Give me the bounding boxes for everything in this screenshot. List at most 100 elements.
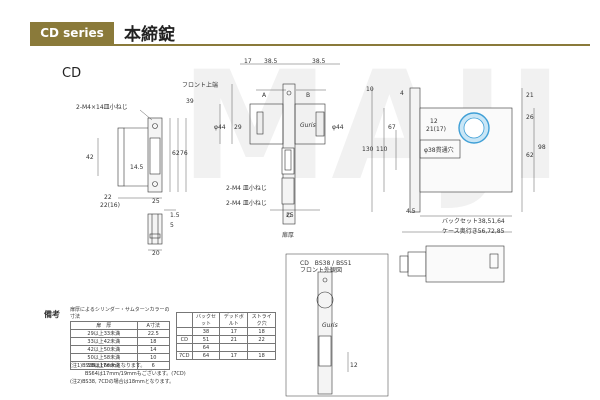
dim-22: 22 [104, 194, 112, 201]
table-cell: 18 [247, 327, 276, 336]
footnote-1: (注1)BS38は17mmとなります。 [70, 363, 146, 369]
table-cell [219, 343, 249, 352]
dim-29: 29 [234, 124, 242, 131]
side-view [219, 63, 340, 225]
dim-21: 21 [526, 92, 534, 99]
spec-header [176, 312, 193, 328]
case-view [371, 87, 535, 233]
inset-front [285, 253, 389, 397]
cyl-header: 扉 厚 [70, 321, 138, 330]
dim-20: 20 [152, 250, 160, 257]
dim-38-5-a: 38.5 [264, 58, 278, 65]
table-cell: 14 [136, 345, 171, 354]
footnote-2: BS64は17mm/19mmもございます。(7CD) [70, 371, 186, 377]
dim-phi44-a: φ44 [214, 124, 226, 131]
dim-b: B [306, 92, 311, 99]
dim-17: 17 [244, 58, 252, 65]
header-rule [30, 44, 590, 46]
table-cell [247, 343, 276, 352]
screw-label: 2-M4×14皿小ねじ [76, 104, 128, 111]
inset-title-a: CD BS38 / BS51 [300, 260, 352, 267]
dim-5: 5 [170, 222, 174, 229]
dim-21-17: 21(17) [426, 126, 446, 133]
cyl-header: A寸法 [136, 321, 171, 330]
dim-14-5: 14.5 [130, 164, 144, 171]
table-cell [176, 343, 193, 352]
dim-110: 110 [376, 146, 388, 153]
dim-10: 10 [366, 86, 374, 93]
table-cell: 64 [191, 351, 221, 360]
table-cell: 10 [136, 353, 171, 362]
table-cell: 18 [247, 351, 276, 360]
dim-25-a: 25 [286, 212, 294, 219]
door-label: 扉厚 [282, 232, 295, 239]
table-cell: 22.5 [136, 329, 171, 338]
dim-4: 4 [400, 90, 404, 97]
table-cell: 38 [191, 327, 221, 336]
front-plate-view [97, 109, 187, 251]
table-cell: 18 [136, 337, 171, 346]
dim-42: 42 [86, 154, 94, 161]
dim-25-b: 25 [152, 198, 160, 205]
case-label: ケース奥行き56,72,85 [442, 228, 505, 235]
table-cell: 64 [191, 343, 221, 352]
dim-62: 62 [172, 150, 180, 157]
table-cell: 7CD [176, 351, 193, 360]
spec-header: デッドボルト [219, 312, 249, 328]
table-cell: 42以上50未満 [70, 345, 138, 354]
series-tag: CD series [30, 22, 114, 44]
dim-130: 130 [362, 146, 374, 153]
table-cell: 21 [219, 335, 249, 344]
front-label: フロント上端 [182, 82, 219, 89]
logo-text-inset: Guris [322, 322, 338, 329]
spec-header: バックセット [191, 312, 221, 328]
dim-38-5-b: 38.5 [312, 58, 326, 65]
table-cell: 51 [191, 335, 221, 344]
dim-a: A [262, 92, 267, 99]
dim-12-b: 12 [350, 362, 358, 369]
table-cell: CD [176, 335, 193, 344]
table-cell: 17 [219, 327, 249, 336]
inset-title-b: フロント外観図 [300, 267, 343, 274]
screw2-label-b: 2-M4 皿小ねじ [226, 200, 267, 207]
dim-76: 76 [180, 150, 188, 157]
screw2-label-a: 2-M4 皿小ねじ [226, 185, 267, 192]
table-cell: 22 [247, 335, 276, 344]
dim-26: 26 [526, 114, 534, 121]
dim-phi44-b: φ44 [332, 124, 344, 131]
table-cell: 6 [136, 361, 171, 370]
dim-22-16: 22(16) [100, 202, 120, 209]
dim-1-5: 1.5 [170, 212, 180, 219]
spec-header: ストライク穴 [247, 312, 276, 328]
table-cell: 33以上42未満 [70, 337, 138, 346]
table-cell: 50以上58未満 [70, 353, 138, 362]
footnotes: (注1)BS38は17mmとなります。 BS64は17mm/19mmもございます… [70, 362, 270, 386]
table-cell: 17 [219, 351, 249, 360]
cylinder-core [463, 117, 485, 139]
notes-label: 備考 [44, 310, 60, 319]
footnote-3: (注2)BS38, 7CDの場合は18mmとなります。 [70, 379, 175, 385]
page-title: 本締錠 [124, 25, 175, 45]
hole-label: φ38貫通穴 [424, 147, 454, 154]
logo-text-side: Guris [300, 122, 316, 129]
dim-67: 67 [388, 124, 396, 131]
dim-98: 98 [538, 144, 546, 151]
backset-label: バックセット38,51,64 [442, 218, 505, 225]
series-code: CD [62, 66, 82, 81]
bolt-view [399, 245, 505, 283]
dim-39: 39 [186, 98, 194, 105]
dim-4-5: 4.5 [406, 208, 416, 215]
table-cell [176, 327, 193, 336]
